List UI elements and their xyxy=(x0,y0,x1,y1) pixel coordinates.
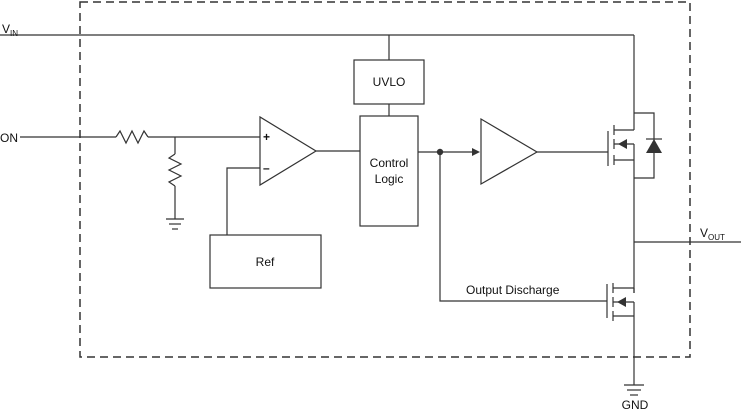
on-label: ON xyxy=(0,131,18,145)
body-diode-icon xyxy=(634,112,662,179)
control-logic-label-line1: Control xyxy=(370,156,409,170)
pulldown-resistor xyxy=(167,137,183,219)
vin-label: VIN xyxy=(2,22,18,38)
ref-to-comparator-wire xyxy=(226,167,260,235)
ref-block xyxy=(209,234,322,289)
ref-label: Ref xyxy=(256,255,275,269)
vout-label: VOUT xyxy=(700,226,725,242)
vin-rail xyxy=(0,34,635,125)
on-input-wire xyxy=(20,129,260,145)
gnd-ground-icon xyxy=(624,384,644,396)
comparator-minus: – xyxy=(263,161,270,175)
uvlo-label: UVLO xyxy=(373,75,406,89)
pass-mosfet-icon xyxy=(607,125,635,166)
comparator xyxy=(259,115,318,187)
control-logic-label-line2: Logic xyxy=(375,172,404,186)
comparator-plus: + xyxy=(263,130,270,144)
signal-arrow-icon xyxy=(472,148,480,156)
series-resistor xyxy=(115,129,149,145)
output-discharge-label: Output Discharge xyxy=(466,283,560,297)
gate-driver-buffer xyxy=(480,117,539,186)
pulldown-ground-icon xyxy=(166,218,184,230)
discharge-control-wire xyxy=(439,152,607,302)
uvlo-block xyxy=(353,59,425,105)
gnd-label: GND xyxy=(622,398,649,411)
chip-boundary xyxy=(79,1,691,358)
discharge-mosfet-icon xyxy=(606,283,635,321)
control-logic-block xyxy=(359,115,419,227)
